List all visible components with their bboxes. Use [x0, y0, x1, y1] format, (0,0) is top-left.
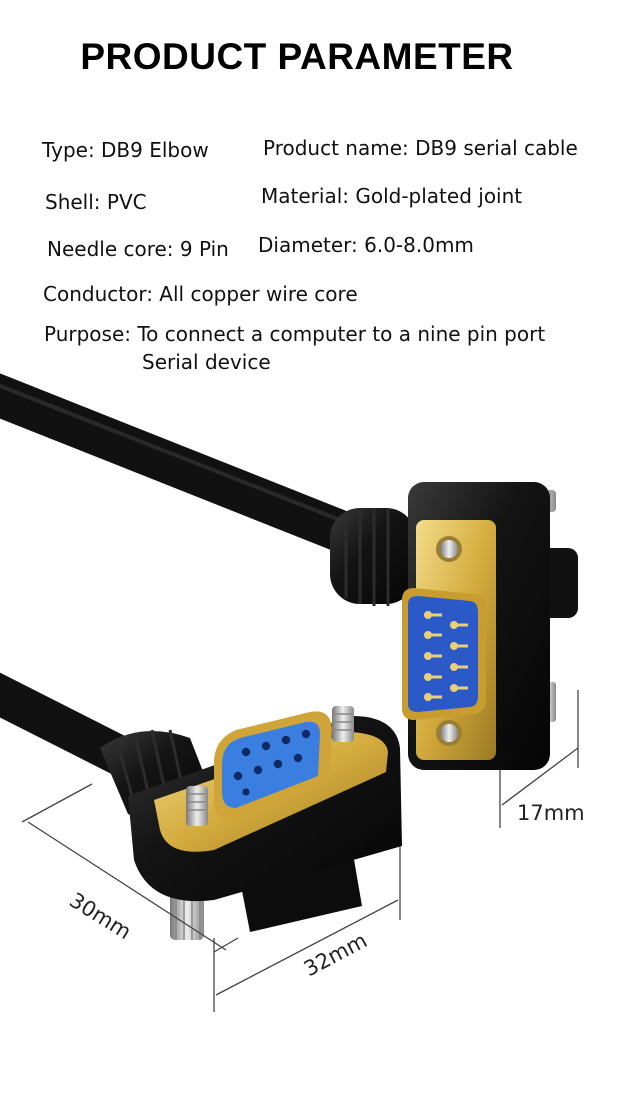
param-diameter: Diameter: 6.0-8.0mm — [258, 233, 474, 257]
dimension-30mm — [21, 783, 239, 953]
param-type: Type: DB9 Elbow — [42, 138, 209, 162]
param-purpose-continued: Serial device — [142, 350, 271, 374]
param-conductor: Conductor: All copper wire core — [43, 282, 358, 306]
param-material: Material: Gold-plated joint — [261, 184, 523, 208]
upper-strain-relief — [330, 508, 416, 606]
male-connector — [402, 482, 578, 770]
param-shell: Shell: PVC — [45, 190, 147, 214]
param-purpose: Purpose: To connect a computer to a nine… — [44, 322, 546, 346]
upper-cable — [0, 373, 371, 556]
dimension-17mm — [499, 690, 579, 828]
dimension-32mm — [213, 846, 401, 1012]
female-connector — [128, 706, 402, 940]
dimension-label-height: 17mm — [517, 801, 585, 825]
param-product-name: Product name: DB9 serial cable — [263, 136, 578, 160]
param-needle-core: Needle core: 9 Pin — [47, 237, 229, 261]
page-title: PRODUCT PARAMETER — [80, 36, 514, 77]
